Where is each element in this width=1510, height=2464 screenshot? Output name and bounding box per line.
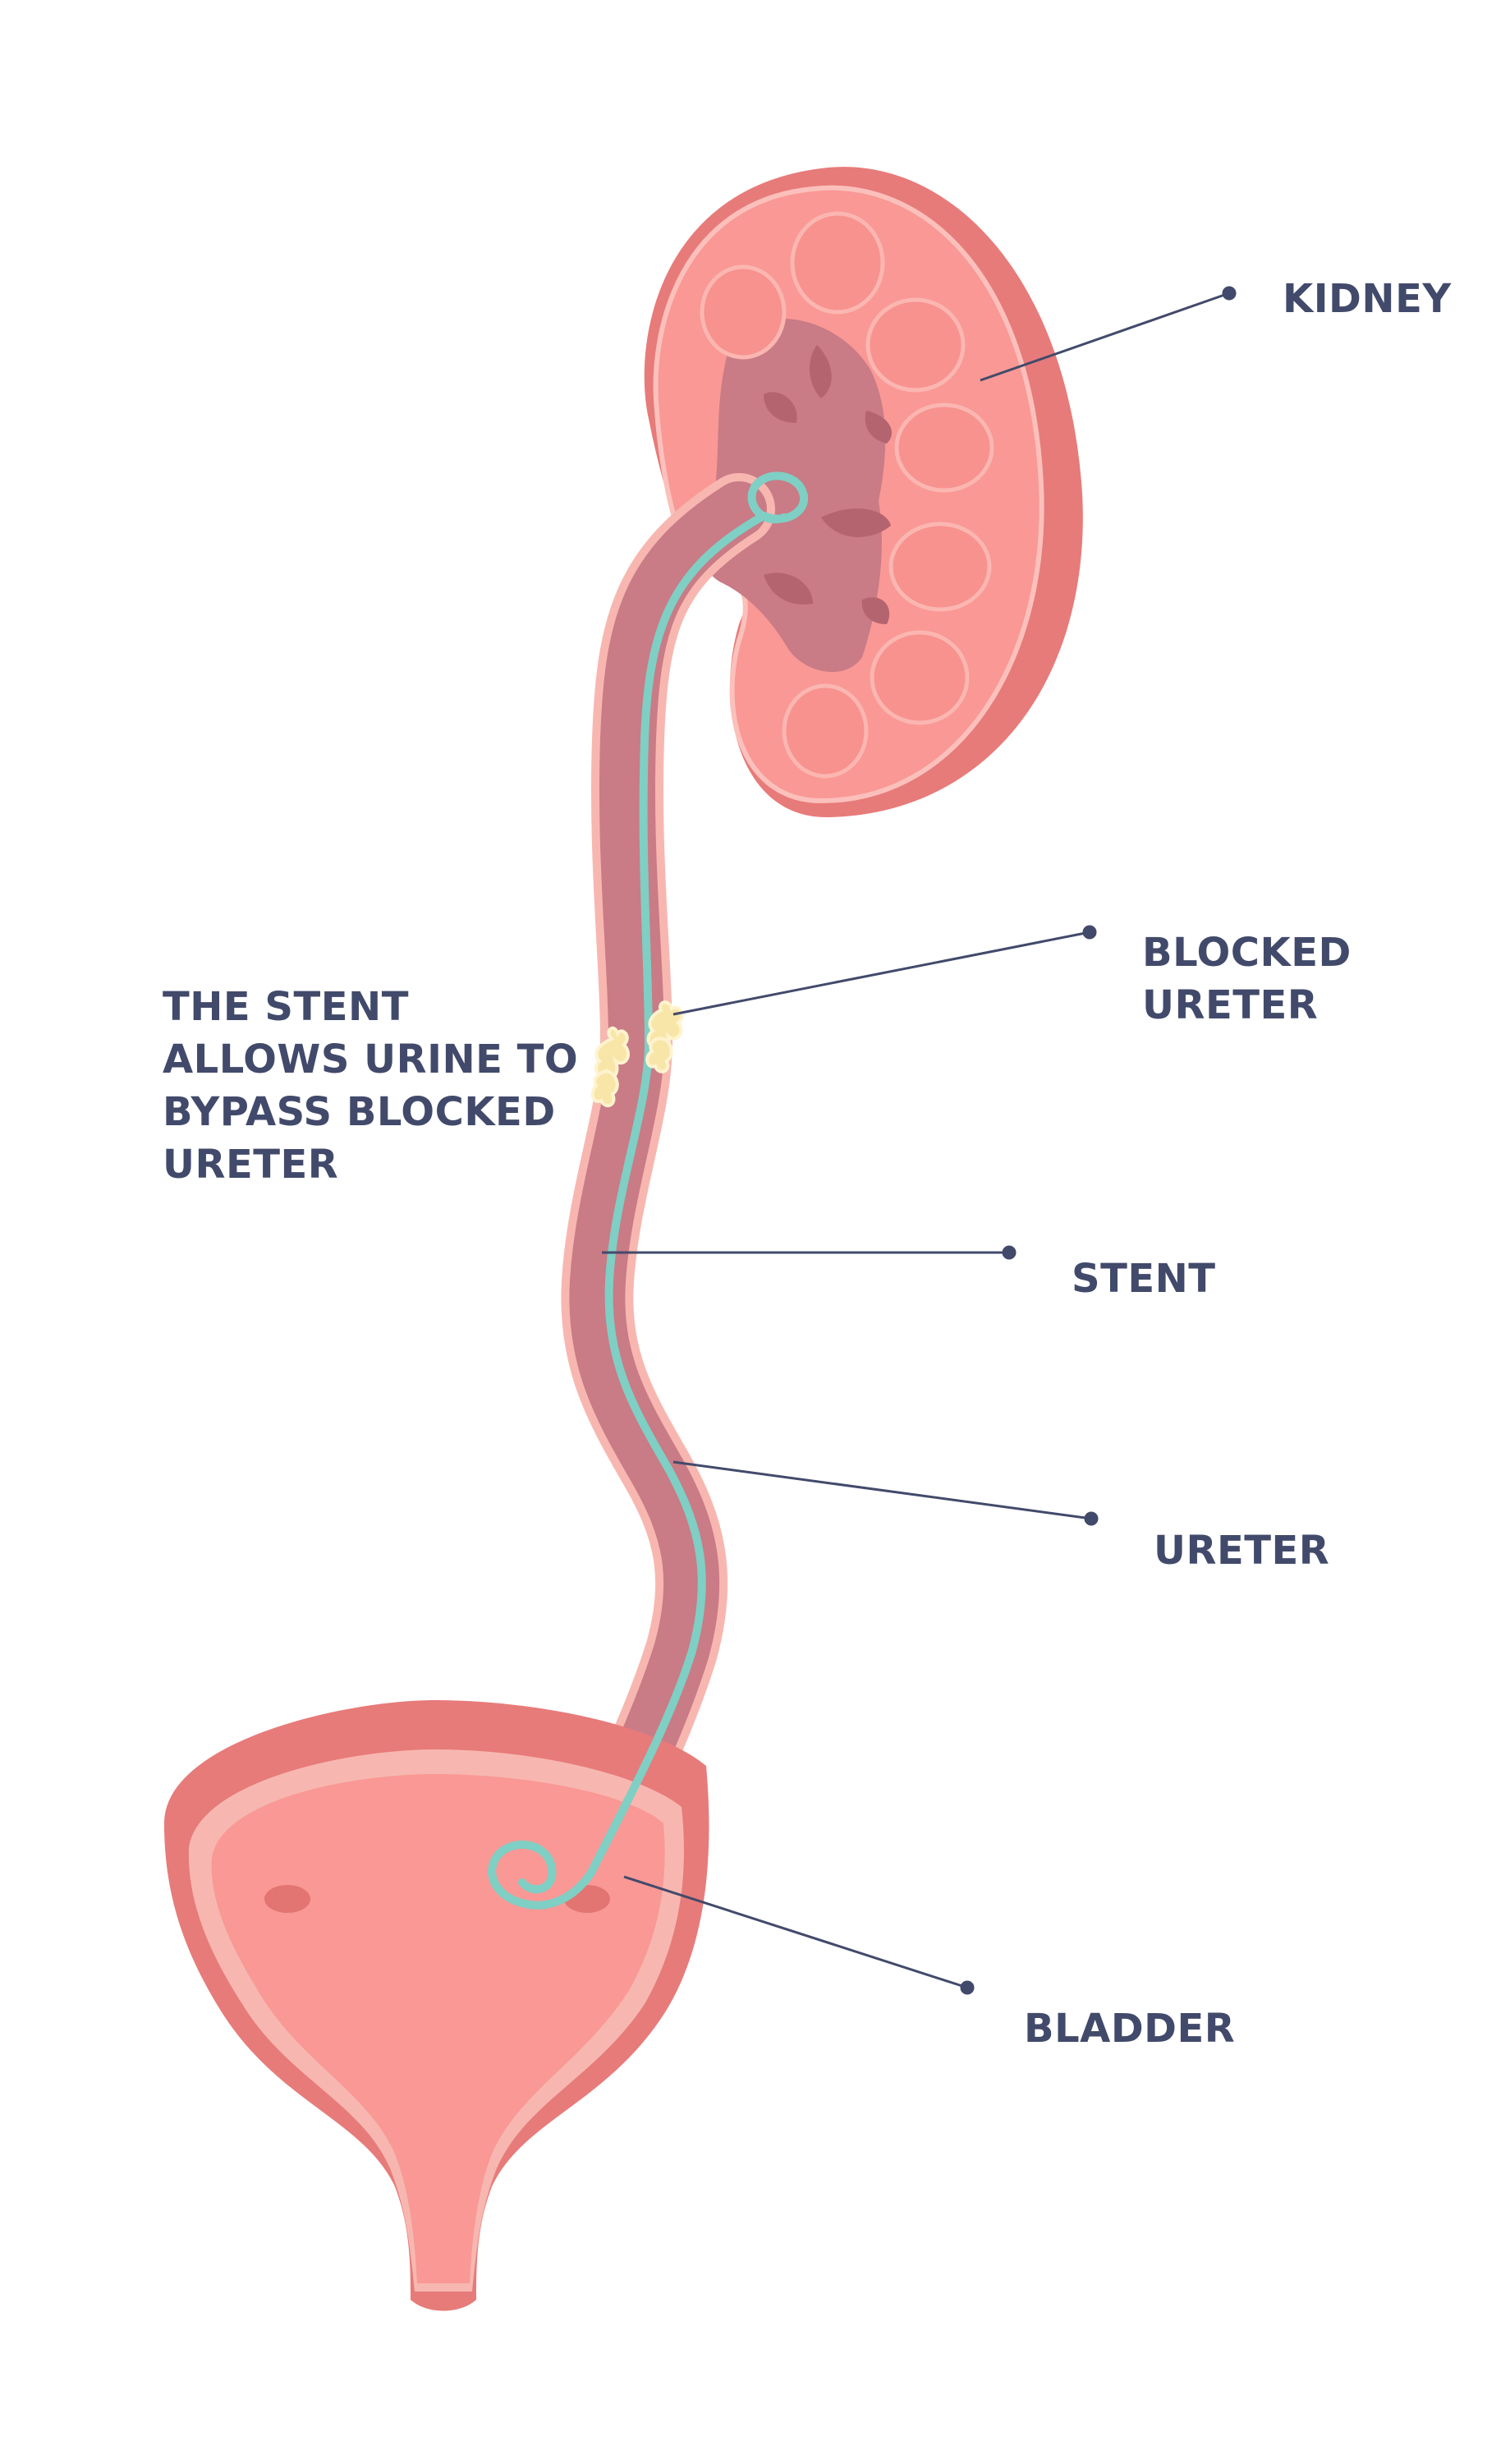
blockage-left: [594, 1026, 630, 1080]
blocked-ureter-label: BLOCKED URETER: [1142, 926, 1352, 1032]
stent-label: STENT: [1072, 1253, 1216, 1305]
leader-kidney-dot: [1222, 286, 1237, 301]
stent-lower-coil: [488, 1841, 595, 1910]
leader-bladder: [623, 1875, 968, 1989]
kidney-label: KIDNEY: [1283, 273, 1452, 325]
ureter-label-text: URETER: [1154, 1528, 1330, 1574]
blocked-ureter-label-line-2: URETER: [1142, 982, 1319, 1028]
ureter-label: URETER: [1154, 1524, 1329, 1577]
stent: [488, 471, 809, 1910]
leader-blocked-ureter-dot: [1082, 925, 1097, 940]
leader-bladder-dot: [960, 1980, 975, 1995]
caption-line-1: THE STENT: [163, 984, 409, 1030]
ureter: [561, 473, 775, 1868]
leader-stent-dot: [1002, 1245, 1017, 1260]
leader-lines: [602, 286, 1237, 1995]
bladder-label: BLADDER: [1024, 2002, 1235, 2055]
renal-calyces: [764, 345, 892, 624]
caption-line-3: BYPASS BLOCKED: [163, 1089, 556, 1135]
leader-kidney: [980, 292, 1230, 382]
leader-blocked-ureter: [672, 931, 1090, 1016]
kidney-label-text: KIDNEY: [1283, 276, 1452, 322]
blockage-left-lower: [590, 1069, 619, 1108]
kidney: [644, 167, 1083, 818]
stent-label-text: STENT: [1072, 1256, 1216, 1302]
caption-line-4: URETER: [163, 1142, 339, 1188]
bladder-label-text: BLADDER: [1024, 2006, 1236, 2052]
leader-ureter-dot: [1084, 1511, 1099, 1526]
blocked-ureter-label-line-1: BLOCKED: [1142, 930, 1352, 976]
leader-ureter: [672, 1460, 1092, 1520]
stent-upper-coil: [747, 471, 809, 524]
ureteral-orifice-left: [264, 1885, 310, 1913]
caption-line-2: ALLOWS URINE TO: [163, 1037, 579, 1083]
ureter-tube: [569, 481, 767, 1859]
ureter-blockage: [590, 1000, 684, 1108]
blockage-right-lower: [645, 1037, 673, 1073]
renal-pelvis: [703, 319, 886, 673]
bladder: [164, 1700, 709, 2311]
stent-explanation-caption: THE STENT ALLOWS URINE TO BYPASS BLOCKED…: [163, 981, 578, 1191]
stent-shaft: [587, 512, 768, 1877]
renal-pyramids: [700, 211, 994, 779]
